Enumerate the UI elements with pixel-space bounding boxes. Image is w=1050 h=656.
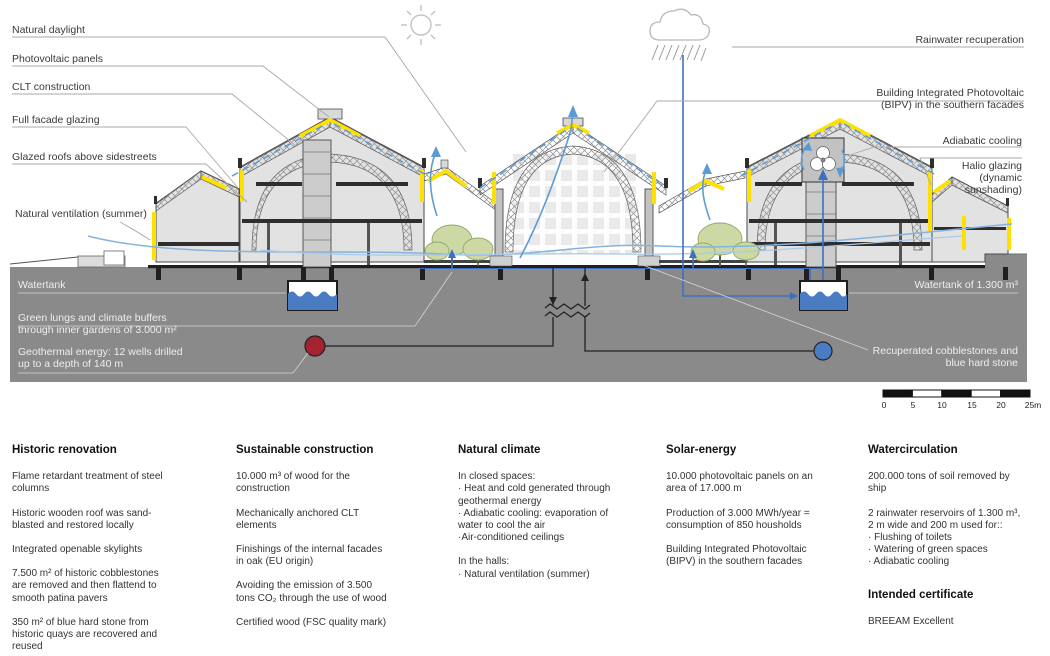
info-column-watercirculation: Watercirculation 200.000 tons of soil re… — [868, 444, 1043, 640]
rain-hatch — [651, 44, 707, 62]
scale-tick-15: 15 — [967, 400, 977, 410]
rain-downpipe — [682, 55, 790, 297]
stair-tower — [302, 139, 332, 268]
water-pipes — [420, 55, 824, 297]
hall-arch-truss — [504, 145, 642, 253]
label-watertank-left: Watertank — [18, 279, 66, 291]
column-paragraph: Production of 3.000 MWh/year = consumpti… — [666, 507, 810, 531]
ground-band — [9, 250, 1027, 382]
column-paragraph: 200.000 tons of soil removed by ship — [868, 471, 1010, 495]
column-paragraph: 10.000 m³ of wood for the construction — [236, 471, 350, 495]
label-full-facade-glazing: Full facade glazing — [12, 114, 100, 126]
column-heading: Sustainable construction — [236, 444, 374, 456]
label-halio-glazing: Halio glazing (dynamic sunshading) — [961, 160, 1022, 196]
label-adiabatic-cooling: Adiabatic cooling — [942, 135, 1022, 147]
right-hall-building — [745, 118, 934, 268]
section-diagram — [9, 5, 1031, 398]
column-paragraph: 350 m² of blue hard stone from historic … — [12, 616, 158, 653]
column-heading: Watercirculation — [868, 444, 958, 456]
label-glazed-roofs: Glazed roofs above sidestreets — [12, 151, 157, 163]
column-heading: Historic renovation — [12, 444, 117, 456]
column-paragraph: BREEAM Excellent — [868, 615, 954, 627]
label-natural-daylight: Natural daylight — [12, 24, 85, 36]
column-paragraph: 2 rainwater reservoirs of 1.300 m³, 2 m … — [868, 507, 1021, 568]
ground-surface-line — [148, 265, 985, 269]
pv-strip-central-roof — [556, 122, 590, 135]
info-column-solar-energy: Solar-energy 10.000 photovoltaic panels … — [666, 444, 861, 580]
watertank-left-icon — [287, 280, 338, 311]
geothermal-warm-well-icon — [304, 335, 326, 357]
roof-arch-truss — [251, 153, 413, 251]
label-green-lungs: Green lungs and climate buffers through … — [18, 312, 177, 336]
scale-tick-10: 10 — [937, 400, 947, 410]
column-paragraph: Finishings of the internal facades in oa… — [236, 544, 383, 568]
column-paragraph: Integrated openable skylights — [12, 544, 143, 556]
column-paragraph: Mechanically anchored CLT elements — [236, 507, 360, 531]
pv-strip-left-hall-roof — [299, 117, 361, 138]
roof-rainwater-dashed-lines — [231, 123, 939, 189]
foundations — [156, 267, 1008, 280]
label-natural-ventilation: Natural ventilation (summer) — [15, 208, 147, 220]
column-paragraph: 10.000 photovoltaic panels on an area of… — [666, 471, 813, 495]
column-paragraph: In closed spaces: · Heat and cold genera… — [458, 471, 611, 544]
column-paragraph: 7.500 m² of historic cobblestones are re… — [12, 568, 159, 604]
scale-bar — [882, 389, 1031, 398]
leader-lines-top — [12, 36, 1024, 241]
label-geothermal-energy: Geothermal energy: 12 wells drilled up t… — [18, 346, 183, 370]
central-hall-building — [478, 117, 668, 267]
label-photovoltaic-panels: Photovoltaic panels — [12, 53, 104, 65]
column-paragraph: Flame retardant treatment of steel colum… — [12, 471, 163, 495]
label-bipv: Building Integrated Photovoltaic (BIPV) … — [876, 87, 1024, 111]
geothermal-cold-well-icon — [813, 341, 833, 361]
column-heading: Solar-energy — [666, 444, 737, 456]
column-paragraph: In the halls: · Natural ventilation (sum… — [458, 556, 590, 580]
column-paragraph: Avoiding the emission of 3.500 tons CO₂ … — [236, 580, 387, 604]
geothermal-arrows — [549, 273, 589, 305]
fan-icon — [810, 146, 836, 171]
column-paragraph: Historic wooden roof was sand- blasted a… — [12, 507, 152, 531]
scale-tick-25m: 25m — [1024, 400, 1042, 410]
scale-tick-5: 5 — [910, 400, 916, 410]
rain-cloud-icon — [649, 8, 711, 62]
scale-tick-0: 0 — [881, 400, 887, 410]
pv-strip-right-hall-roof — [809, 117, 871, 138]
left-hall-building — [238, 108, 426, 268]
column-heading-intended-certificate: Intended certificate — [868, 588, 974, 601]
tree-left — [424, 224, 494, 266]
column-paragraph: Certified wood (FSC quality mark) — [236, 616, 387, 628]
info-column-sustainable-construction: Sustainable construction 10.000 m³ of wo… — [236, 444, 441, 641]
label-clt-construction: CLT construction — [12, 81, 91, 93]
quay-platform — [77, 255, 126, 268]
sun-icon — [401, 5, 441, 45]
clerestory — [317, 108, 343, 120]
watertank-right-icon — [799, 280, 848, 311]
column-paragraph: Building Integrated Photovoltaic (BIPV) … — [666, 544, 807, 568]
airflow-lines — [87, 105, 1013, 259]
label-rainwater-recuperation: Rainwater recuperation — [915, 34, 1024, 46]
label-recuperated-cobblestones: Recuperated cobblestones and blue hard s… — [872, 345, 1018, 369]
leader-lines-ground — [18, 263, 1018, 374]
info-column-historic-renovation: Historic renovation Flame retardant trea… — [12, 444, 217, 656]
pipe-arrowheads — [448, 169, 828, 300]
label-watertank-right: Watertank of 1.300 m³ — [914, 279, 1019, 291]
pv-and-glazing-strips — [152, 117, 1011, 260]
scale-tick-20: 20 — [996, 400, 1006, 410]
column-heading: Natural climate — [458, 444, 541, 456]
info-column-natural-climate: Natural climate In closed spaces: · Heat… — [458, 444, 658, 593]
